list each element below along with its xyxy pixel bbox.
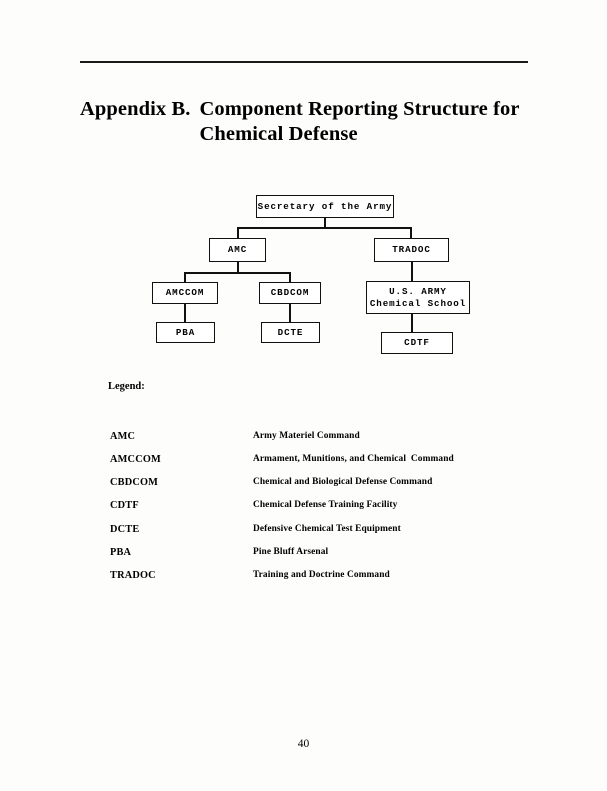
- connector-amc-stem: [237, 262, 239, 273]
- org-node-tradoc: TRADOC: [374, 238, 449, 262]
- org-node-dcte: DCTE: [261, 322, 320, 343]
- org-node-secretary: Secretary of the Army: [256, 195, 394, 218]
- connector-bus-to-cbdcom: [289, 272, 291, 283]
- legend-term: TRADOC: [110, 570, 156, 581]
- legend-description: Defensive Chemical Test Equipment: [253, 524, 401, 534]
- legend-description: Chemical and Biological Defense Command: [253, 477, 433, 487]
- org-node-pba: PBA: [156, 322, 215, 343]
- legend-description: Training and Doctrine Command: [253, 570, 390, 580]
- org-node-cdtf: CDTF: [381, 332, 453, 354]
- connector-amccom-to-pba: [184, 304, 186, 322]
- legend-row: CBDCOM Chemical and Biological Defense C…: [110, 477, 530, 491]
- legend-title: Legend:: [108, 381, 145, 392]
- legend-term: CDTF: [110, 500, 139, 511]
- legend-description: Chemical Defense Training Facility: [253, 500, 398, 510]
- connector-bus-to-amc: [237, 227, 239, 238]
- legend-row: AMC Army Materiel Command: [110, 431, 530, 445]
- page-title: Appendix B. Component Reporting Structure…: [80, 97, 540, 147]
- connector-cbdcom-to-dcte: [289, 304, 291, 322]
- connector-level2-bus: [237, 227, 411, 229]
- connector-secretary-stem: [324, 218, 326, 228]
- legend-row: TRADOC Training and Doctrine Command: [110, 570, 530, 584]
- legend-description: Army Materiel Command: [253, 431, 360, 441]
- org-node-cbdcom: CBDCOM: [259, 282, 321, 304]
- connector-level3-bus: [184, 272, 290, 274]
- legend-row: AMCCOM Armament, Munitions, and Chemical…: [110, 454, 530, 468]
- org-node-chemical-school: U.S. ARMY Chemical School: [366, 281, 470, 314]
- legend-description: Armament, Munitions, and Chemical Comman…: [253, 454, 454, 464]
- legend-term: AMCCOM: [110, 454, 161, 465]
- org-node-amc: AMC: [209, 238, 266, 262]
- legend-row: PBA Pine Bluff Arsenal: [110, 547, 530, 561]
- legend-term: DCTE: [110, 524, 140, 535]
- connector-tradoc-to-school: [411, 262, 413, 281]
- legend-term: PBA: [110, 547, 132, 558]
- appendix-label: Appendix B.: [80, 98, 191, 120]
- legend-term: CBDCOM: [110, 477, 159, 488]
- page-number: 40: [297, 738, 310, 750]
- legend-row: CDTF Chemical Defense Training Facility: [110, 500, 530, 514]
- connector-bus-to-amccom: [184, 272, 186, 283]
- legend-row: DCTE Defensive Chemical Test Equipment: [110, 524, 530, 538]
- appendix-title: Component Reporting Structure for Chemic…: [199, 98, 520, 145]
- header-rule: [80, 61, 528, 63]
- connector-bus-to-tradoc: [410, 227, 412, 238]
- org-node-amccom: AMCCOM: [152, 282, 218, 304]
- org-chart: Secretary of the Army AMC TRADOC AMCCOM …: [152, 195, 470, 354]
- legend-description: Pine Bluff Arsenal: [253, 547, 329, 557]
- connector-school-to-cdtf: [411, 314, 413, 332]
- legend-term: AMC: [110, 431, 136, 442]
